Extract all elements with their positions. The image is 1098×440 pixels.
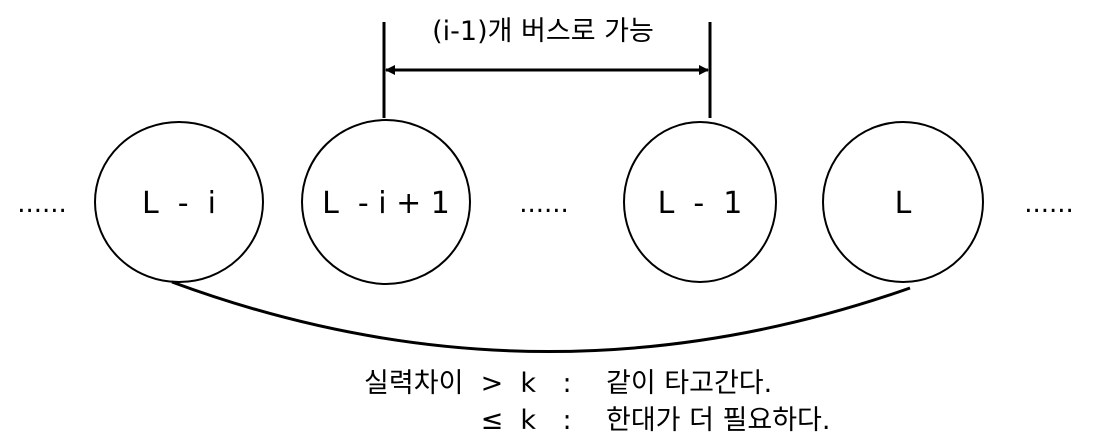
span-label: (i-1)개 버스로 가능: [432, 16, 654, 47]
ellipsis-right: ......: [1024, 189, 1074, 219]
condition-1-result: 같이 타고간다.: [606, 368, 772, 399]
condition-2-symbol: ≤ k: [481, 405, 537, 436]
node-circle-l: [822, 121, 984, 283]
connecting-curve: [171, 280, 911, 353]
node-label-l-minus-1: L - 1: [658, 186, 743, 221]
node-circle-l-minus-i-plus-1: [301, 119, 471, 285]
node-label-l: L: [895, 186, 912, 221]
ellipsis-left: ......: [17, 189, 67, 219]
node-circle-l-minus-i: [94, 121, 264, 283]
condition-1-symbol: 실력차이 > k: [364, 368, 536, 399]
condition-2-colon: :: [562, 405, 571, 436]
node-label-l-minus-i: L - i: [142, 186, 216, 221]
node-label-l-minus-i-plus-1: L - i + 1: [322, 186, 450, 221]
condition-2-result: 한대가 더 필요하다.: [606, 405, 830, 436]
condition-1-colon: :: [562, 368, 571, 399]
node-circle-l-minus-1: [623, 121, 777, 283]
ellipsis-middle: ......: [519, 189, 569, 219]
